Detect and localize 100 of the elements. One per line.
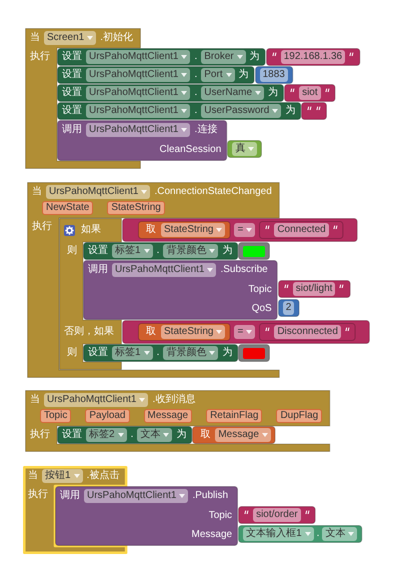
block-label: 设置 [62,429,82,441]
block-label: .被点击 [86,470,120,482]
dropdown: 标签1 [112,346,153,360]
text-block [238,506,316,524]
text-block [278,280,350,298]
block-label: .连接 [194,124,218,136]
block-label: 设置 [88,245,108,257]
text-field: siot/order [253,508,301,522]
block-label: 当 [28,470,38,482]
setter-block [57,66,255,84]
block-label: 为 [285,105,296,117]
block-label: 设置 [62,105,82,117]
number-block [278,299,300,317]
event-parameter: StateString [107,201,165,215]
get-variable-block [192,426,276,444]
dropdown: UrsPahoMqttClient1 [46,185,150,199]
event-parameter: RetainFlag [206,409,262,423]
number-block [254,66,293,84]
compare-block [122,218,358,242]
block-label: 为 [250,51,260,63]
block-label: Message [191,528,232,540]
block-label: 为 [176,429,186,441]
block-label: 执行 [32,221,52,232]
number-field: 2 [282,301,294,315]
event-parameter: DupFlag [276,409,322,423]
block-label: . [156,347,160,359]
dropdown: UrsPahoMqttClient1 [112,263,216,277]
block-label: 执行 [30,429,50,440]
text-field: siot [299,86,321,100]
dropdown: Port [201,68,235,82]
setter-block [83,242,238,260]
dropdown: Message [215,428,271,442]
dropdown: 文本输入框1 [243,527,314,541]
block-label: .ConnectionStateChanged [154,186,272,198]
dropdown: 文本 [322,527,358,541]
text-block [301,102,328,120]
block-label: 调用 [88,264,108,276]
block-label: 设置 [62,51,82,63]
block-label: 为 [238,69,249,81]
dropdown: 标签1 [112,244,153,258]
block-label: 设置 [88,347,108,359]
text-field: 192.168.1.36 [280,50,346,64]
block-label: 取 [146,326,156,338]
block-label: 取 [200,429,210,441]
block-label: 则 [67,245,77,256]
block-label: . [156,245,160,257]
block-label: . [130,429,134,441]
dropdown: Screen1 [44,31,96,45]
dropdown: 真 [232,142,258,156]
dropdown: UrsPahoMqttClient1 [86,123,190,137]
setter-block [57,102,302,120]
dropdown: UserName [201,86,264,100]
dropdown: 背景颜色 [163,244,218,258]
setter-block [57,426,192,444]
text-block [284,84,336,102]
dropdown: 标签2 [86,428,127,442]
block-label: CleanSession [160,144,222,156]
block-label: . [194,105,198,117]
block-label: 为 [222,347,232,359]
block-label: .Subscribe [220,264,268,276]
block-label: 设置 [62,69,82,81]
text-field: Connected [274,223,329,237]
dropdown: 按钮1 [42,469,83,483]
dropdown: UrsPahoMqttClient1 [86,68,190,82]
dropdown: Broker [201,50,246,64]
text-field: Disconnected [274,325,341,339]
block-label: .收到消息 [152,394,196,406]
block-label: 则 [67,347,77,358]
block-label: .Publish [192,490,228,502]
event-parameter: Payload [85,409,130,423]
block-label: 当 [32,186,42,198]
block-label: 如果 [81,224,101,236]
dropdown: UrsPahoMqttClient1 [86,50,190,64]
event-parameter: Topic [40,409,72,423]
event-parameter: NewState [42,201,94,215]
block-label: .初始化 [100,32,134,44]
block-label: 调用 [60,490,80,502]
getter-block [238,525,362,543]
event-parameter: Message [144,409,192,423]
setter-block [57,84,284,102]
method-call-block [83,260,278,320]
block-label: 当 [30,32,40,44]
dropdown: 文本 [137,428,172,442]
dropdown: UrsPahoMqttClient1 [86,104,190,118]
block-label: 为 [268,87,278,99]
block-label: 设置 [62,87,82,99]
block-label: 执行 [30,51,50,62]
block-label: . [316,528,320,540]
method-call-block [55,486,238,546]
text-block [266,48,360,66]
dropdown: = [234,325,256,339]
text-block [259,221,344,239]
color-block [238,242,270,260]
dropdown: 背景颜色 [163,346,218,360]
color-block [238,344,270,362]
dropdown: UrsPahoMqttClient1 [44,393,148,407]
block-label: 取 [146,224,156,236]
block-label: 否则，如果 [64,326,114,338]
get-variable-block [138,323,230,341]
block-label: Topic [208,510,232,522]
